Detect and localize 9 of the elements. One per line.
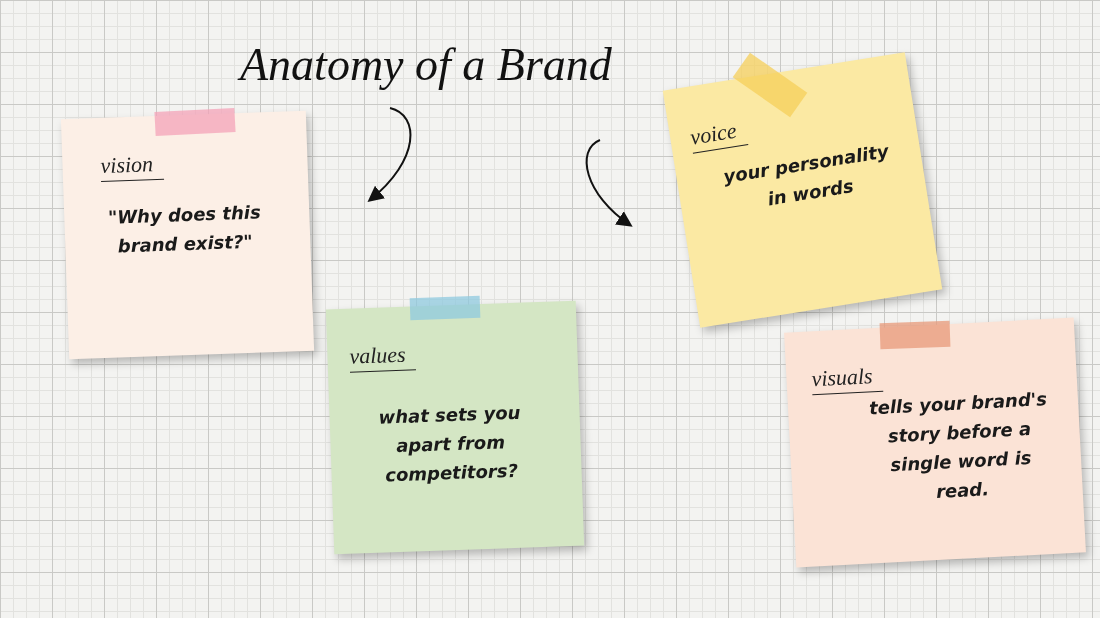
note-heading: vision <box>100 150 164 182</box>
sticky-note <box>662 52 943 328</box>
note-heading: values <box>349 341 417 373</box>
sticky-note <box>325 300 585 555</box>
note-heading: visuals <box>810 362 884 396</box>
sticky-note <box>60 110 315 360</box>
note-text: "Why does this brand exist?" <box>106 200 262 259</box>
sticky-note <box>784 317 1086 568</box>
note-text: what sets you apart from competitors? <box>377 400 522 488</box>
